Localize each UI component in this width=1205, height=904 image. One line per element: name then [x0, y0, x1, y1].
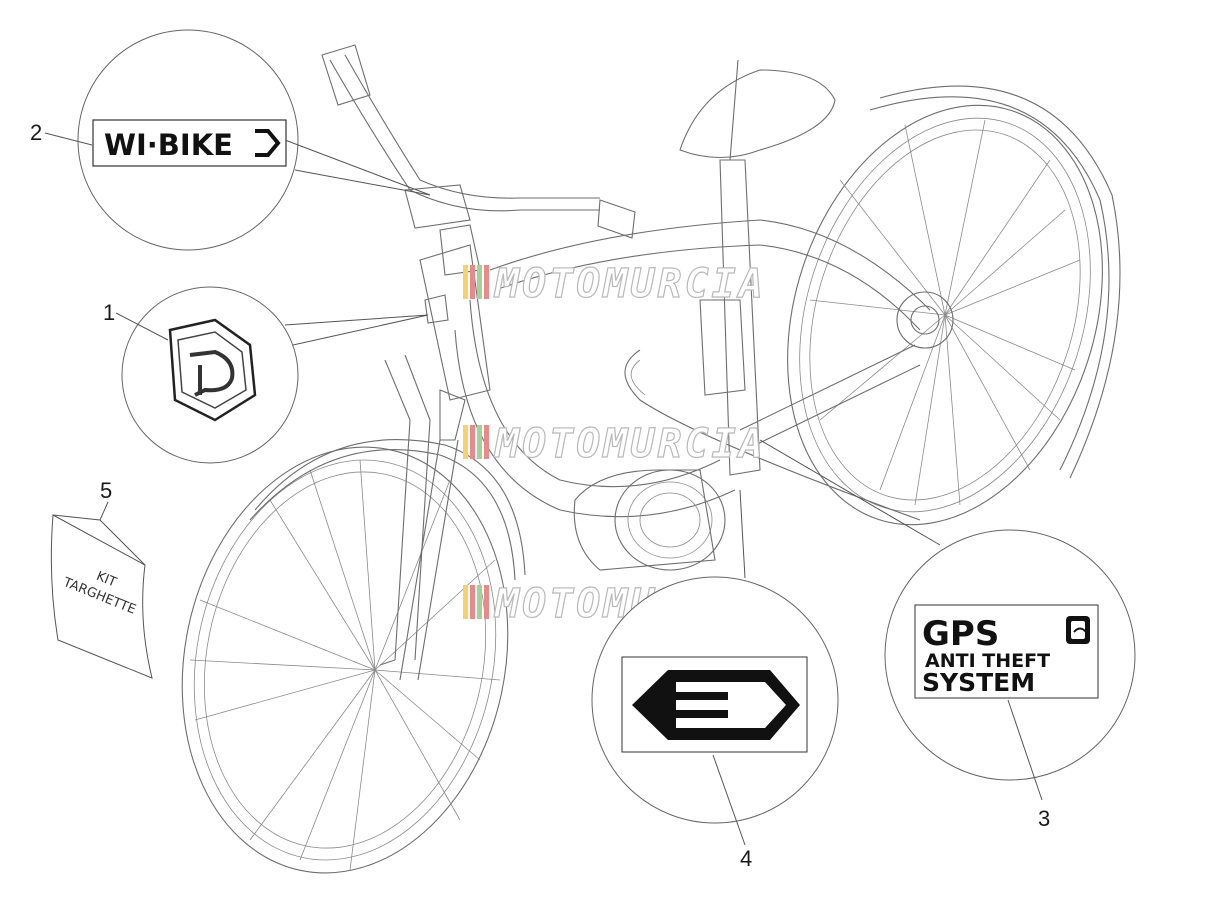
hexagon-badge-icon: [168, 318, 257, 422]
bike-frame: [321, 44, 931, 571]
callout-wibike-decal[interactable]: WI·BIKE 2: [30, 29, 431, 251]
watermark-2: MOTOMURCIA: [463, 420, 766, 468]
front-wheel: [181, 354, 526, 874]
wibike-logo-text: WI·BIKE: [104, 128, 233, 162]
watermarks: MOTOMURCIA MOTOMURCIA MOTOMURCIA: [463, 260, 766, 628]
callout-badge[interactable]: 1: [103, 286, 429, 464]
watermark-text: MOTOMURCIA: [493, 421, 766, 467]
kit-label-line1: KIT: [94, 569, 118, 591]
callout-number-5: 5: [100, 478, 112, 503]
rear-wheel: [787, 85, 1121, 526]
watermark-text: MOTOMURCIA: [493, 261, 766, 307]
e-arrow-logo-icon: [632, 670, 800, 740]
callout-number-2: 2: [30, 120, 42, 145]
gps-title-text: GPS: [922, 614, 999, 654]
callout-kit-envelope[interactable]: 5 KIT TARGHETTE: [50, 478, 153, 679]
callout-gps-decal[interactable]: GPS ANTI THEFT SYSTEM 3: [759, 439, 1136, 831]
gps-subtitle-text: ANTI THEFT: [925, 650, 1050, 672]
watermark-1: MOTOMURCIA: [463, 260, 766, 308]
gps-system-text: SYSTEM: [922, 668, 1035, 697]
callout-e-logo-decal[interactable]: 4: [591, 489, 839, 871]
callout-number-4: 4: [740, 846, 752, 871]
bicycle-drawing: [181, 44, 1121, 874]
callout-number-1: 1: [103, 300, 115, 325]
gps-lock-icon: [1066, 616, 1090, 644]
callout-number-3: 3: [1038, 806, 1050, 831]
